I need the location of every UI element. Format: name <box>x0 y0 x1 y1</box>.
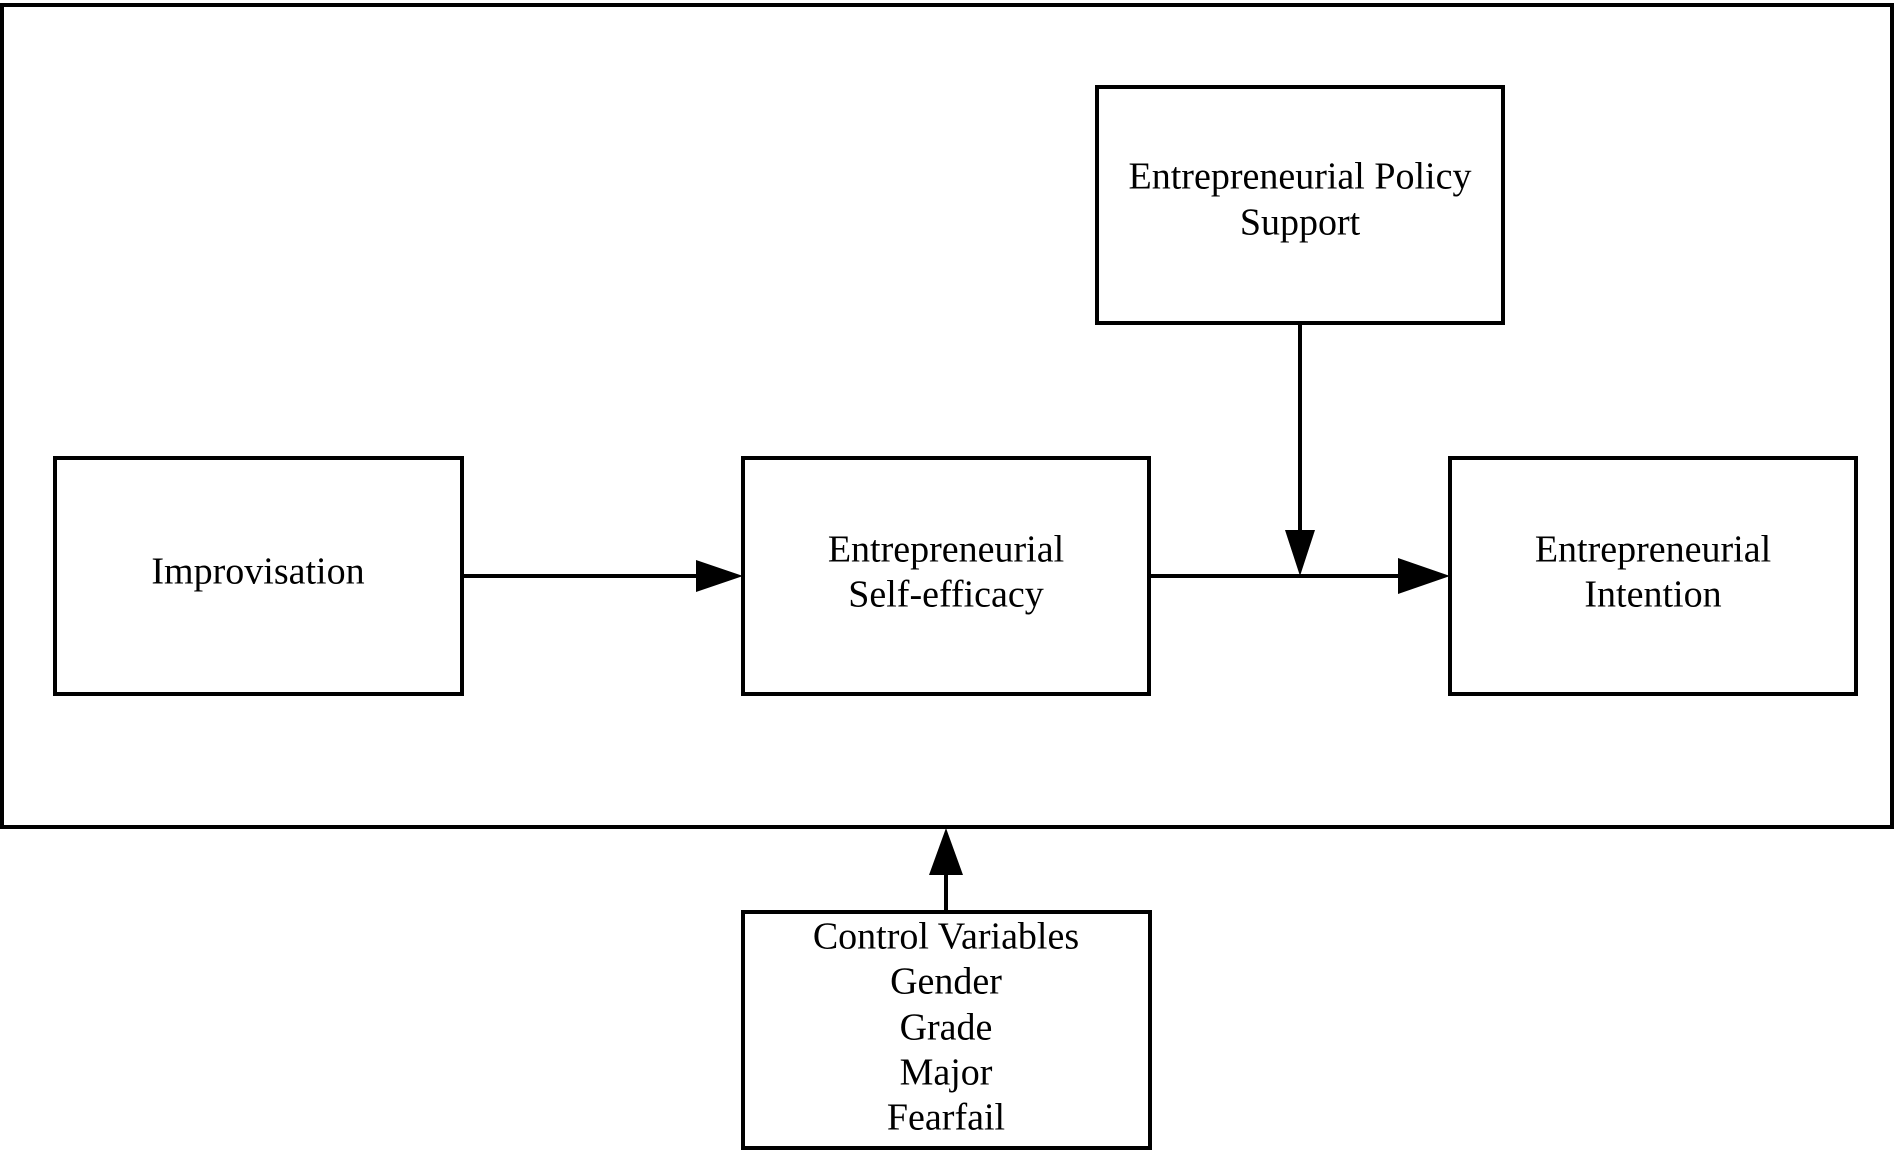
node-improvisation: Improvisation <box>53 456 464 696</box>
edge-policy-support-moderation <box>1285 323 1315 576</box>
model-frame <box>0 3 1894 829</box>
edge-controls-to-model <box>929 828 963 912</box>
node-control-variables-label-line-1: Control Variables <box>813 916 1079 958</box>
node-control-variables-box <box>741 910 1152 1150</box>
node-policy-support-box <box>1095 85 1505 325</box>
node-control-variables-label-line-2: Gender <box>890 961 1002 1003</box>
node-self-efficacy: Entrepreneurial Self-efficacy <box>741 456 1151 696</box>
arrowhead-model-frame <box>929 828 963 875</box>
node-intention: Entrepreneurial Intention <box>1448 456 1858 696</box>
arrowhead-self-efficacy <box>696 560 743 592</box>
node-policy-support: Entrepreneurial Policy Support <box>1095 85 1505 325</box>
edge-improvisation-to-self-efficacy <box>462 560 743 592</box>
node-improvisation-label: Improvisation <box>151 551 364 593</box>
node-self-efficacy-label-line-1: Entrepreneurial <box>828 529 1064 571</box>
arrowhead-intention <box>1398 558 1450 594</box>
node-policy-support-label-line-1: Entrepreneurial Policy <box>1129 156 1472 198</box>
edge-self-efficacy-to-intention <box>1149 558 1450 594</box>
node-control-variables-label-line-4: Major <box>900 1052 993 1094</box>
node-control-variables-label-line-5: Fearfail <box>887 1097 1005 1139</box>
node-intention-label-line-2: Intention <box>1584 574 1721 616</box>
node-intention-label-line-1: Entrepreneurial <box>1535 529 1771 571</box>
arrowhead-moderation <box>1285 530 1315 576</box>
node-improvisation-box <box>53 456 464 696</box>
node-control-variables: Control Variables Gender Grade Major Fea… <box>741 910 1152 1150</box>
node-intention-box <box>1448 456 1858 696</box>
node-self-efficacy-label-line-2: Self-efficacy <box>848 574 1044 616</box>
node-control-variables-label-line-3: Grade <box>900 1007 993 1049</box>
node-self-efficacy-box <box>741 456 1151 696</box>
node-policy-support-label-line-2: Support <box>1240 202 1361 244</box>
